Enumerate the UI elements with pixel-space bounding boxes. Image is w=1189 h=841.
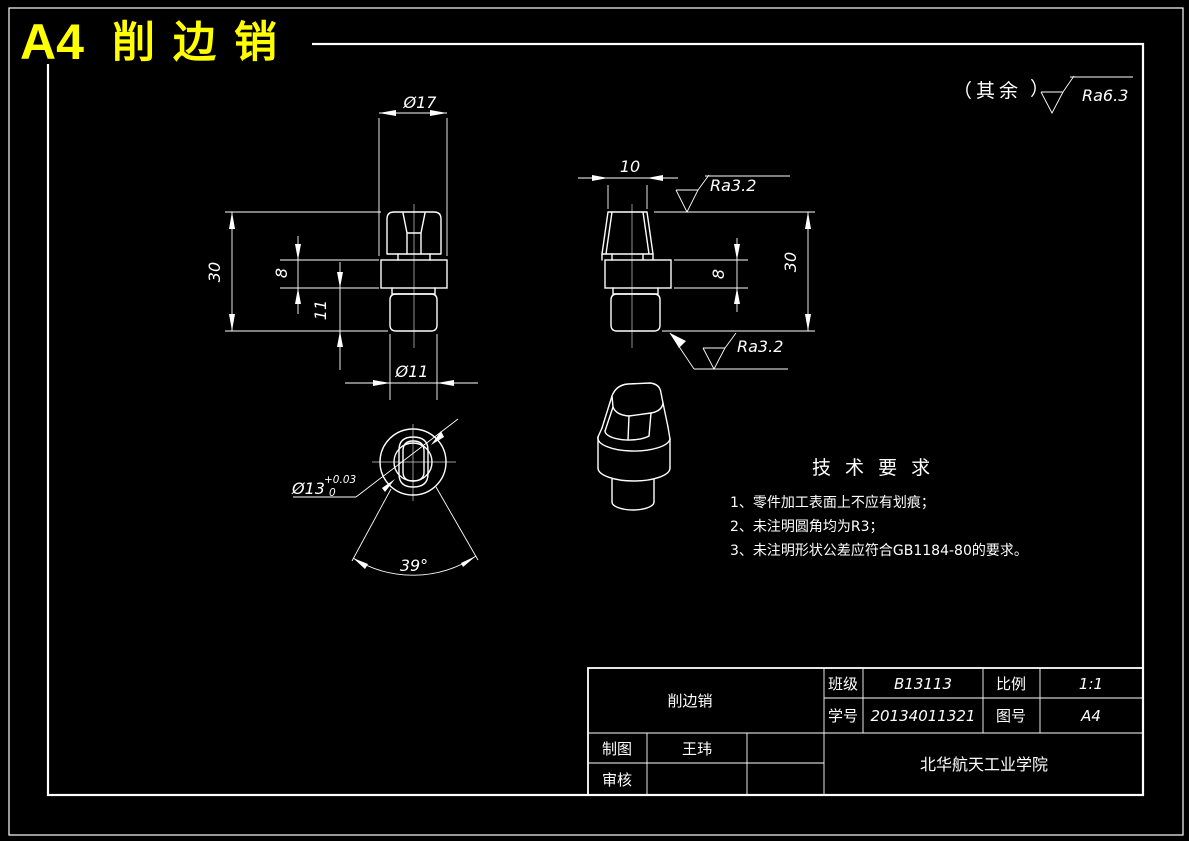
tech-requirement-item: 2、未注明圆角均为R3； xyxy=(730,519,884,535)
side-view: 10 Ra3.2 8 30 Ra3.2 xyxy=(578,157,815,370)
dim-flange-thickness-side: 8 xyxy=(674,238,748,312)
svg-text:11: 11 xyxy=(311,300,330,320)
dim-total-height-side: 30 xyxy=(662,212,815,332)
outer-border xyxy=(8,7,1184,836)
dim-across-flats: 10 xyxy=(578,157,678,209)
svg-text:Ø17: Ø17 xyxy=(403,93,438,112)
dim-flange-thickness-front: 8 xyxy=(272,236,379,314)
svg-text:8: 8 xyxy=(272,268,291,278)
drawing-no-value: A4 xyxy=(1080,707,1101,725)
surface-note-close: ） xyxy=(1030,78,1053,100)
dim-flange-diameter: Ø17 xyxy=(378,93,448,256)
front-view: Ø17 30 8 11 Ø11 xyxy=(205,93,478,400)
roughness-bottom: Ra3.2 xyxy=(669,332,788,370)
tech-requirements: 技 术 要 求 1、零件加工表面上不应有划痕； 2、未注明圆角均为R3； 3、未… xyxy=(730,457,1028,559)
svg-text:+0.03: +0.03 xyxy=(324,474,356,486)
svg-text:8: 8 xyxy=(709,269,728,279)
checker-label: 审核 xyxy=(602,771,632,789)
class-label: 班级 xyxy=(828,675,858,693)
svg-text:30: 30 xyxy=(781,252,800,272)
svg-text:0: 0 xyxy=(329,487,336,499)
roughness-symbol xyxy=(1040,75,1133,114)
svg-text:Ra3.2: Ra3.2 xyxy=(737,337,783,356)
dim-head-diameter: Ø13 +0.03 0 xyxy=(291,418,459,499)
student-value: 20134011321 xyxy=(871,707,976,725)
top-view: Ø13 +0.03 0 39° xyxy=(291,418,479,576)
svg-text:Ra3.2: Ra3.2 xyxy=(710,176,756,195)
roughness-top: Ra3.2 xyxy=(654,174,815,214)
part-name: 削边销 xyxy=(667,692,712,710)
svg-text:10: 10 xyxy=(620,157,640,176)
student-label: 学号 xyxy=(828,707,858,725)
title-code: A4 xyxy=(20,14,84,70)
tech-requirement-item: 3、未注明形状公差应符合GB1184-80的要求。 xyxy=(730,542,1028,559)
drafter-value: 王玮 xyxy=(682,740,712,758)
class-value: B13113 xyxy=(894,675,952,693)
dim-total-height-front: 30 xyxy=(205,211,388,332)
tech-requirement-item: 1、零件加工表面上不应有划痕； xyxy=(730,494,935,511)
svg-text:Ø11: Ø11 xyxy=(395,362,429,381)
inner-border xyxy=(46,42,1145,797)
tech-requirements-title: 技 术 要 求 xyxy=(812,457,934,479)
surface-note-prefix: （其余 xyxy=(953,80,1022,102)
drawing-no-label: 图号 xyxy=(996,707,1026,725)
scale-value: 1:1 xyxy=(1079,675,1103,693)
svg-text:39°: 39° xyxy=(400,556,428,575)
isometric-view xyxy=(597,382,671,511)
dim-lower-height: 11 xyxy=(311,262,343,370)
dim-flat-angle: 39° xyxy=(351,486,479,576)
drafter-label: 制图 xyxy=(602,740,632,758)
dim-pin-diameter: Ø11 xyxy=(345,334,478,400)
title-name: 削边销 xyxy=(112,18,295,68)
svg-text:30: 30 xyxy=(205,262,224,282)
surface-note-value: Ra6.3 xyxy=(1082,86,1128,105)
page-title: A4 削边销 xyxy=(14,12,312,70)
scale-label: 比例 xyxy=(996,675,1026,693)
title-block: 削边销 班级 B13113 比例 1:1 学号 20134011321 图号 A… xyxy=(587,667,1144,796)
surface-note: （其余 ） Ra6.3 xyxy=(953,75,1133,114)
school-name: 北华航天工业学院 xyxy=(920,755,1048,774)
svg-text:Ø13: Ø13 xyxy=(291,479,325,498)
